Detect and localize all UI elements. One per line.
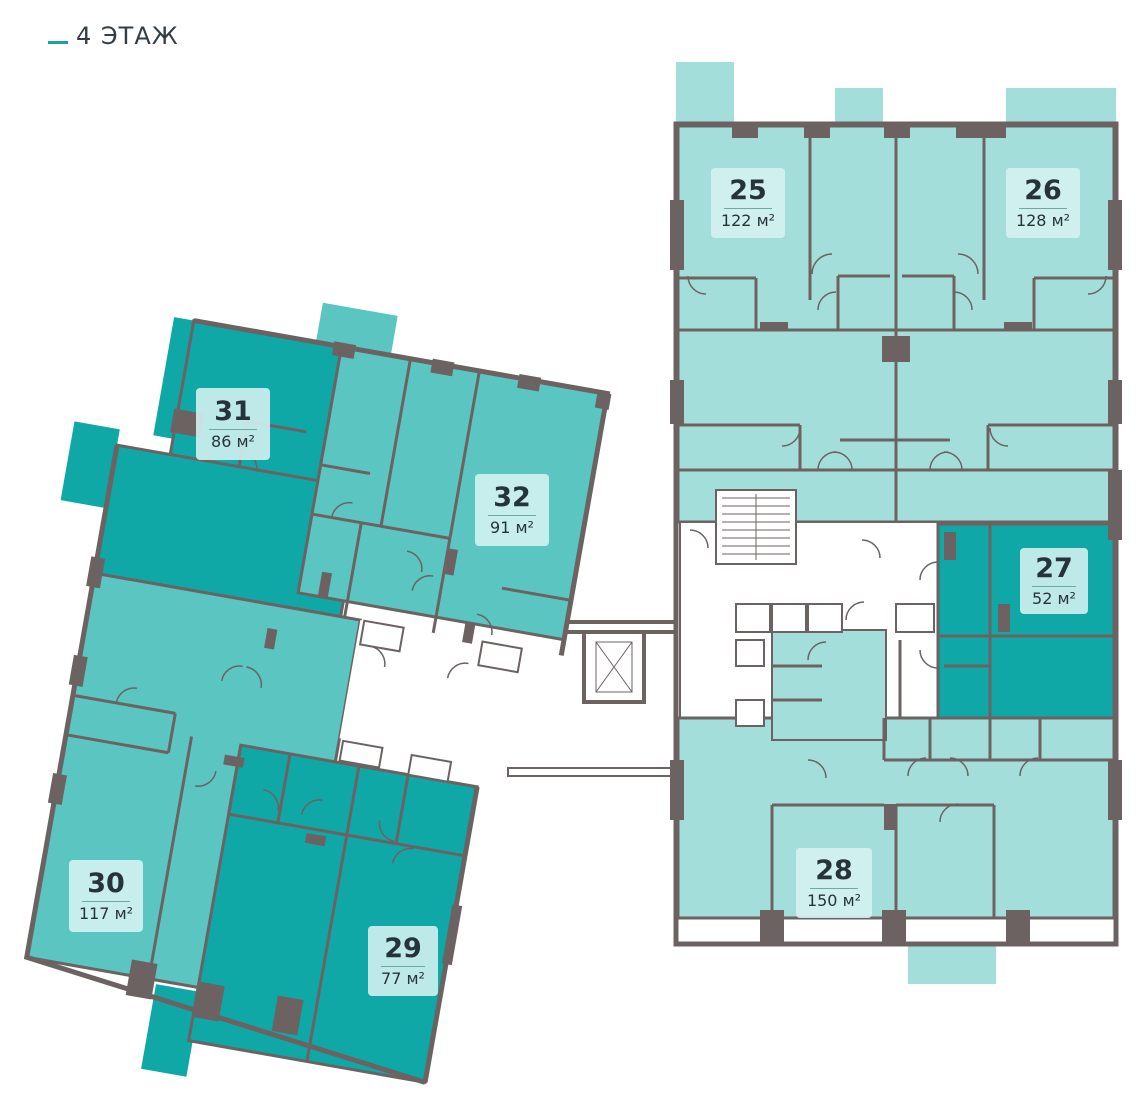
apartment-25-label[interactable]: 25 122 м² [711, 168, 785, 238]
apartment-28-label[interactable]: 28 150 м² [796, 848, 872, 918]
right-building [670, 62, 1122, 984]
label-divider [209, 428, 257, 430]
balcony [153, 317, 198, 440]
shafts [760, 322, 1032, 830]
label-divider [724, 207, 772, 209]
apartment-area: 122 м² [720, 210, 776, 230]
label-divider [1032, 585, 1076, 587]
staircase-right [715, 489, 797, 565]
apartment-26-label[interactable]: 26 128 м² [1006, 168, 1080, 238]
apartment-29-label[interactable]: 29 77 м² [368, 926, 438, 996]
apartment-area: 77 м² [381, 968, 425, 988]
apartment-27-label[interactable]: 27 52 м² [1020, 548, 1088, 614]
floor-title: 4 ЭТАЖ [48, 22, 179, 50]
balcony [676, 62, 734, 126]
label-divider [82, 900, 130, 902]
interior-walls [678, 126, 1114, 918]
shafts-left [223, 548, 476, 847]
label-divider [809, 887, 859, 889]
bridge-lower [507, 767, 689, 777]
left-outline [23, 318, 611, 1085]
apartment-number: 27 [1035, 552, 1073, 584]
apartment-31-label[interactable]: 31 86 м² [196, 388, 270, 460]
room [771, 629, 887, 741]
left-building [23, 302, 612, 1085]
apartment-number: 31 [214, 395, 252, 427]
floor-title-dash [48, 41, 68, 44]
balcony [60, 421, 120, 509]
label-divider [1019, 207, 1067, 209]
label-divider [488, 514, 536, 516]
balcony [1006, 88, 1116, 126]
floor-label: 4 ЭТАЖ [76, 22, 179, 50]
apartment-area: 86 м² [211, 431, 255, 451]
elevators [735, 603, 935, 727]
apartment-area: 128 м² [1015, 210, 1071, 230]
apartment-number: 32 [493, 481, 531, 513]
apartment-area: 150 м² [806, 890, 862, 910]
label-divider [380, 965, 426, 967]
apartment-number: 25 [729, 174, 767, 206]
door-arcs-left [115, 450, 493, 864]
piers [670, 122, 1122, 946]
apartment-number: 30 [87, 867, 125, 899]
apartment-area: 117 м² [78, 903, 134, 923]
apartment-30-label[interactable]: 30 117 м² [69, 860, 143, 932]
apartment-area: 52 м² [1032, 588, 1076, 608]
door-arcs [687, 253, 1107, 823]
apartment-number: 28 [815, 854, 853, 886]
apartment-area: 91 м² [490, 517, 534, 537]
apartment-number: 29 [384, 932, 422, 964]
elevators-left [338, 619, 524, 783]
balcony [835, 88, 883, 126]
apartment-32[interactable] [296, 344, 610, 642]
apartment-number: 26 [1024, 174, 1062, 206]
apartment-32-label[interactable]: 32 91 м² [475, 474, 549, 546]
middle-lift [582, 630, 646, 704]
